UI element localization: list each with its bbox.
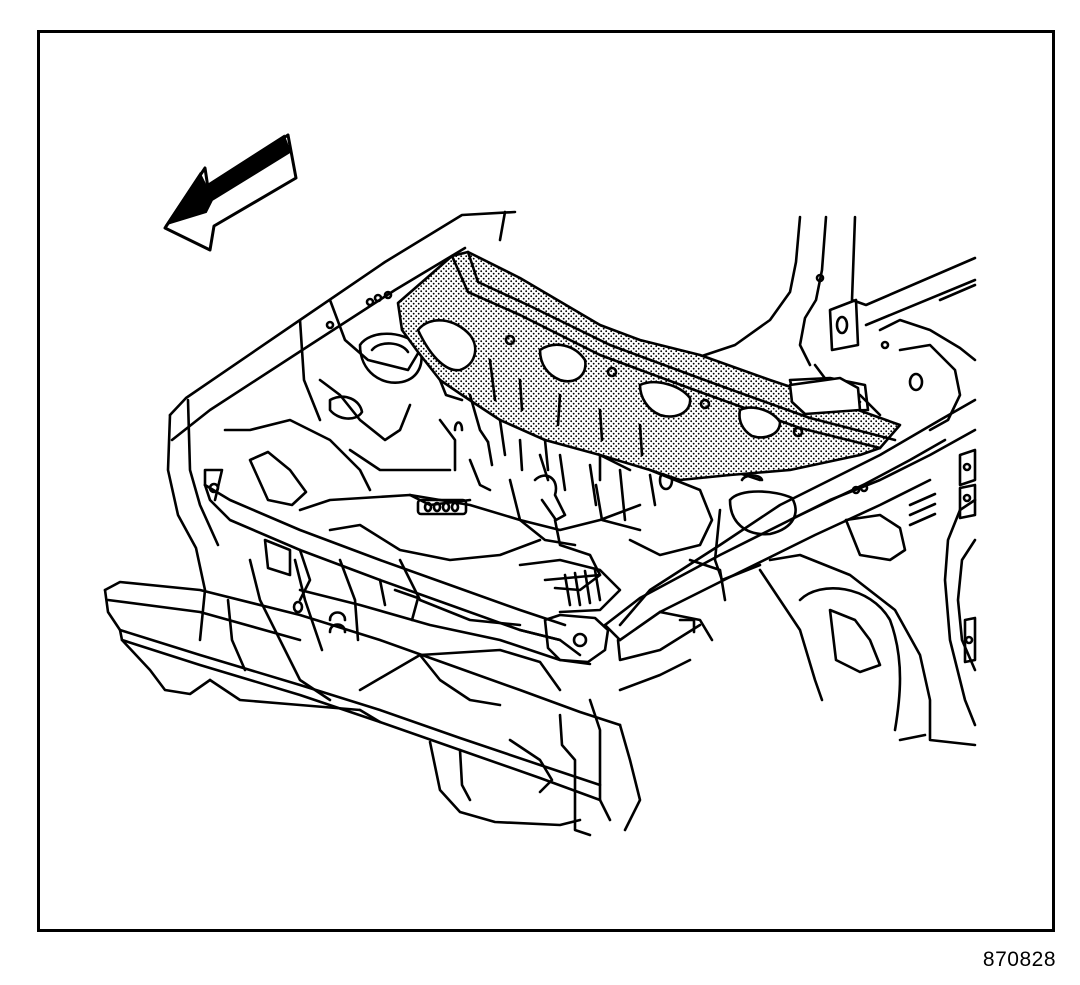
front-lower-tie-bar xyxy=(103,580,692,837)
right-wheelhouse xyxy=(618,398,977,747)
cowl-panel-highlighted xyxy=(396,250,902,482)
cowl-lower-reinforcement xyxy=(486,438,657,522)
figure-number: 870828 xyxy=(982,948,1056,971)
dash-panel xyxy=(298,448,642,627)
illustration-frame xyxy=(37,30,1055,932)
left-upper-rail xyxy=(203,468,582,657)
radiator-support xyxy=(226,558,610,707)
right-upper-rail xyxy=(603,438,947,662)
front-direction-arrow-icon xyxy=(163,133,298,252)
left-fender-apron xyxy=(166,210,517,642)
